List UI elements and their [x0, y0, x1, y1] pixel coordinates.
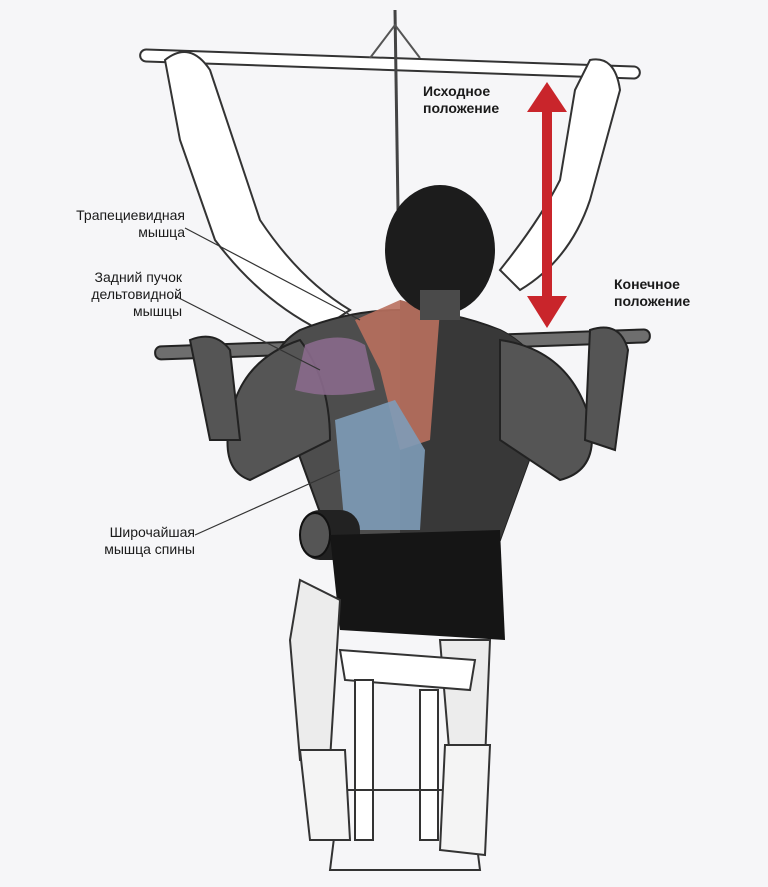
- cable: [393, 9, 400, 211]
- start-bar: [139, 48, 641, 80]
- shorts: [330, 530, 505, 640]
- start-position-label: Исходное положение: [423, 83, 499, 117]
- label-line: мышцы: [133, 303, 182, 319]
- label-line: Трапециевидная: [76, 207, 185, 223]
- latissimus-label: Широчайшая мышца спины: [40, 524, 195, 558]
- head: [385, 185, 495, 315]
- trapezius-label: Трапециевидная мышца: [40, 207, 185, 241]
- trapezius-muscle: [355, 300, 440, 450]
- seat-frame: [328, 648, 482, 871]
- latissimus-muscle: [335, 400, 425, 530]
- label-line: положение: [614, 293, 691, 309]
- label-line: Широчайшая: [109, 524, 195, 540]
- rear-deltoid-label: Задний пучок дельтовидной мышцы: [40, 269, 182, 320]
- label-line: мышца: [138, 224, 185, 240]
- label-line: Конечное: [614, 276, 680, 292]
- label-line: Задний пучок: [94, 269, 182, 285]
- label-line: положение: [423, 100, 500, 116]
- range-of-motion-arrow: [527, 82, 567, 328]
- sneakers: [298, 744, 492, 857]
- end-position-label: Конечное положение: [614, 276, 690, 310]
- rear-deltoid-muscle: [295, 337, 375, 395]
- label-line: дельтовидной: [91, 286, 182, 302]
- label-line: мышца спины: [104, 541, 195, 557]
- pulling-arms: [188, 326, 630, 482]
- label-line: Исходное: [423, 83, 491, 99]
- leader-lines: [174, 227, 361, 536]
